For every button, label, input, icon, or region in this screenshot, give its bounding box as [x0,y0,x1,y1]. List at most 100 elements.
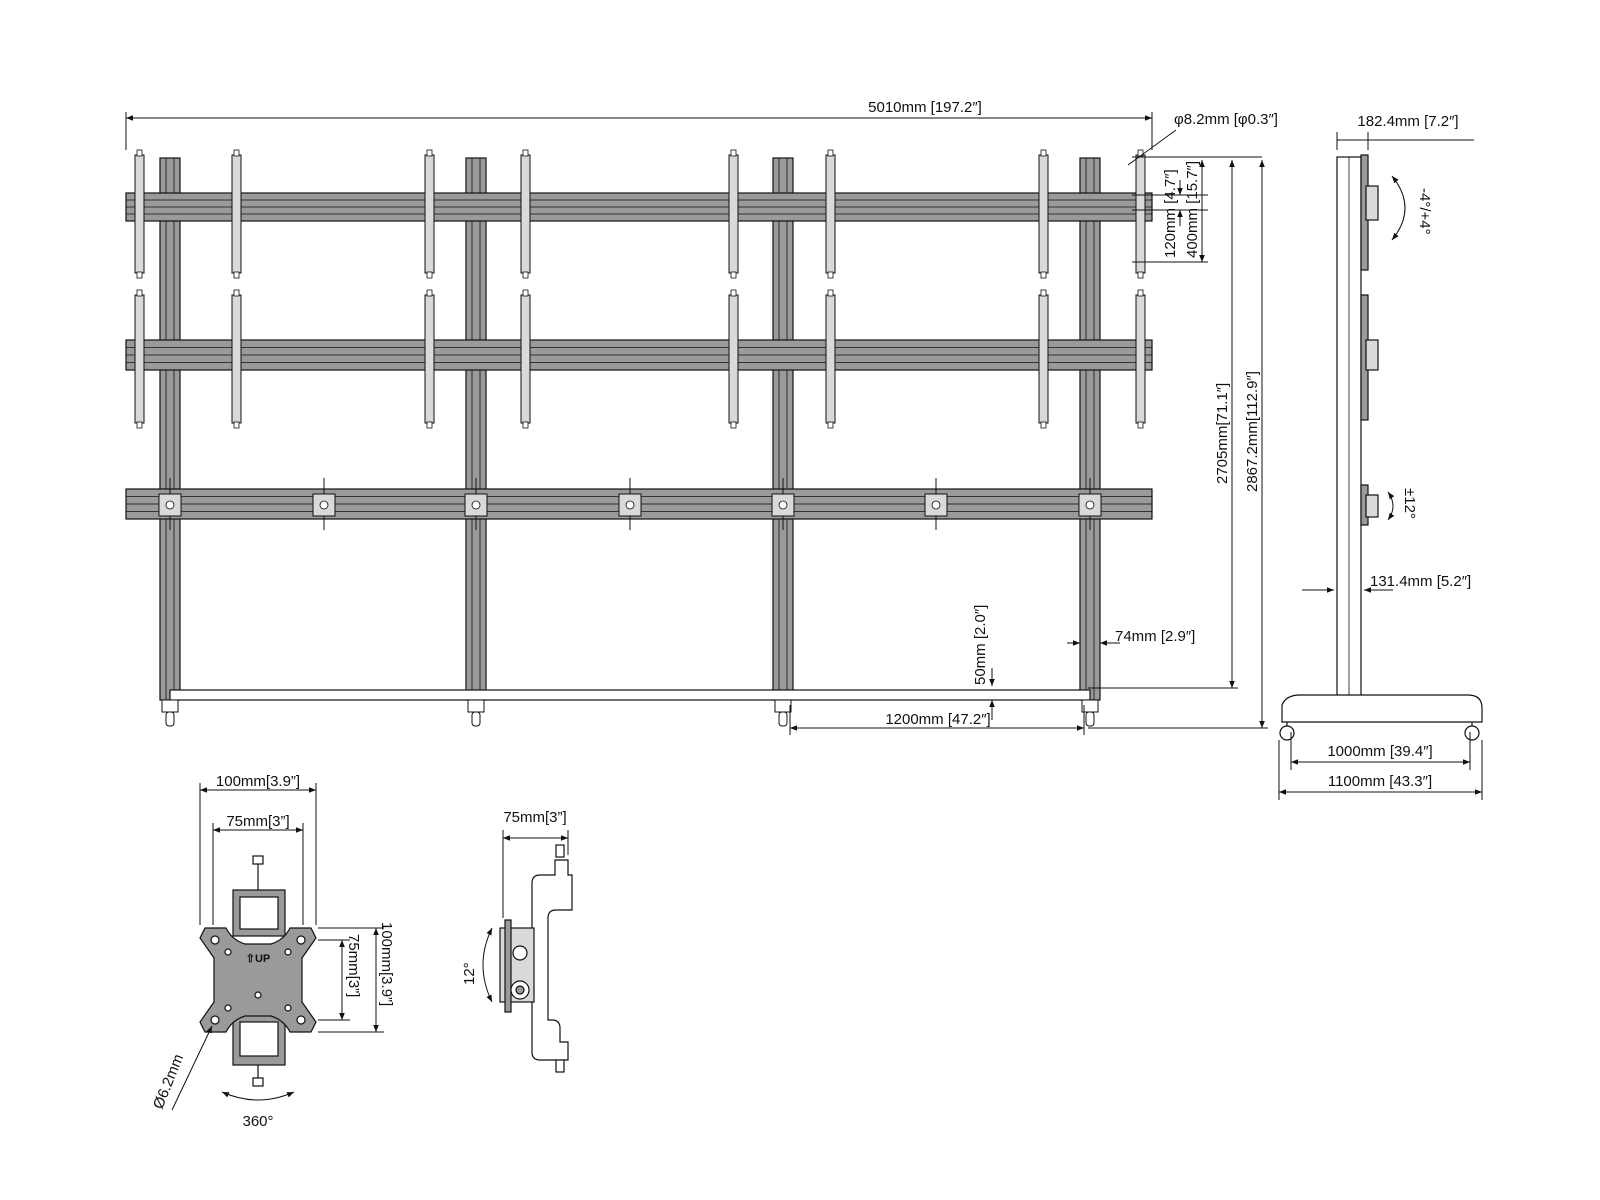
side-bracket-top [1365,185,1379,221]
front-dimension-labels: 5010mm [197.2″] φ8.2mm [φ0.3″] 120mm [4.… [868,99,1278,728]
caster-wheel [778,711,788,727]
bracket-knob [426,289,433,297]
bracket-knob [730,149,737,157]
side-caster-left [1279,725,1295,741]
bracket-height-100-label: 100mm[3.9”] [378,922,395,1006]
hanger-bracket [520,154,531,274]
bracket-side-dimension-lines [482,830,569,1003]
bracket-knob [730,271,737,279]
hanger-bracket [825,294,836,424]
bracket-knob [233,421,240,429]
hanger-bracket [1135,154,1146,274]
bracket-knob [522,289,529,297]
column-131-label: 131.4mm [5.2″] [1370,573,1471,590]
bracket-knob [136,149,143,157]
side-base [1281,694,1483,723]
bracket-knob [1040,421,1047,429]
bracket-knob [522,271,529,279]
bracket-front-detail [199,855,317,1087]
bracket-hook-profile [531,859,573,1061]
bracket-knob [827,271,834,279]
plate-hole [778,500,788,510]
bracket-knob [136,271,143,279]
height-2867-label: 2867.2mm[112.9″] [1244,371,1261,492]
bracket-knob [827,149,834,157]
up-label: ⇧UP [246,953,271,965]
swivel-range-label: ±12° [1401,488,1418,519]
base-1000-label: 1000mm [39.4″] [1327,743,1432,760]
caster-wheel [165,711,175,727]
hanger-bracket [424,294,435,424]
bracket-knob [1040,271,1047,279]
gap-50-label: 50mm [2.0″] [972,605,989,685]
plate-hole [931,500,941,510]
hanger-bracket [825,154,836,274]
bracket-width-100-label: 100mm[3.9”] [216,773,300,790]
side-bracket-middle [1365,339,1379,371]
bracket-knob [426,271,433,279]
bracket-width-75-label: 75mm[3”] [226,813,289,830]
hanger-bracket [728,154,739,274]
plate-hole [471,500,481,510]
bracket-knob [233,289,240,297]
bracket-knob [522,149,529,157]
side-caster-right [1464,725,1480,741]
bracket-knob [1040,149,1047,157]
hanger-bracket [134,294,145,424]
span-1200-label: 1200mm [47.2″] [885,711,990,728]
hanger-bracket [1038,154,1049,274]
total-width-label: 5010mm [197.2″] [868,99,982,116]
tilt-range-label: -4°/+4° [1416,188,1433,235]
bracket-knob [1137,289,1144,297]
hanger-bracket [134,154,145,274]
caster-housing [467,699,485,713]
side-dimension-lines [1278,132,1483,800]
caster-housing [774,699,792,713]
upright [159,157,181,701]
rotation-label: 360° [242,1113,273,1130]
caster-wheels [161,699,1099,727]
bracket-knob [136,289,143,297]
plate-hole [625,500,635,510]
front-dimension-lines [125,112,1268,735]
upright [1079,157,1101,701]
bracket-knob [426,149,433,157]
bracket-knob [233,271,240,279]
hole-diameter-label: φ8.2mm [φ0.3″] [1174,111,1278,128]
plate-hole [319,500,329,510]
side-bracket-bottom [1365,494,1379,518]
bracket-height-75-label: 75mm[3”] [345,934,362,997]
side-dimension-labels: 182.4mm [7.2″] -4°/+4° ±12° 131.4mm [5.2… [1327,113,1471,790]
bracket-knob [1137,271,1144,279]
rail-400-label: 400mm [15.7″] [1184,161,1201,258]
bracket-knob [426,421,433,429]
caster-wheel [1085,711,1095,727]
bracket-knob [522,421,529,429]
hanger-bracket [728,294,739,424]
bracket-knob [233,149,240,157]
hanger-bracket [231,294,242,424]
bracket-knob [827,421,834,429]
bracket-side-labels: 75mm[3”] 12° [461,809,567,985]
bracket-knob [730,289,737,297]
bracket-side-detail [499,844,573,1073]
hanger-bracket [424,154,435,274]
bracket-knob [1040,289,1047,297]
bracket-front-dimension-lines [171,783,384,1111]
side-tilt-label: 12° [461,962,478,985]
hanger-bracket [1038,294,1049,424]
bracket-knob [730,421,737,429]
bracket-knob [827,289,834,297]
mounting-brackets [134,149,1146,530]
plate-hole [165,500,175,510]
upright [465,157,487,701]
upright-74-label: 74mm [2.9″] [1115,628,1195,645]
caster-wheel [471,711,481,727]
bracket-front-labels: 100mm[3.9”] 75mm[3”] 100mm[3.9”] 75mm[3”… [150,773,395,1130]
depth-label: 182.4mm [7.2″] [1357,113,1458,130]
hanger-bracket [1135,294,1146,424]
bracket-knob [136,421,143,429]
height-2705-label: 2705mm[71.1″] [1214,383,1231,484]
upright [772,157,794,701]
